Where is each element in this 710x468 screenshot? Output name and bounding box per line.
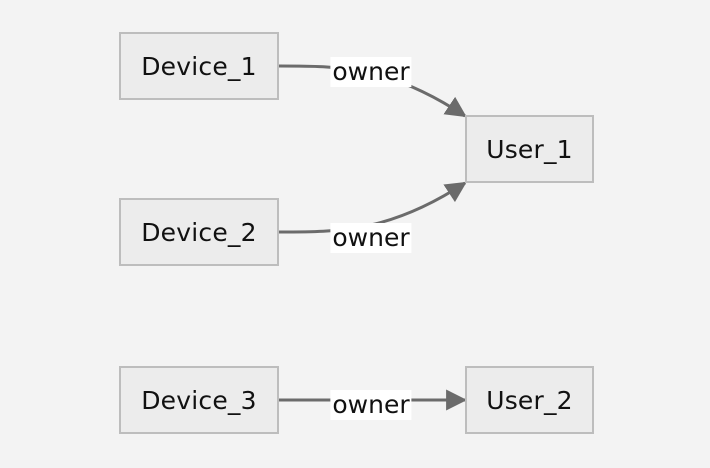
edge-label-device2-user1: owner xyxy=(330,223,412,253)
node-device-3-label: Device_3 xyxy=(141,385,257,415)
node-user-1-label: User_1 xyxy=(486,134,573,164)
node-device-2-label: Device_2 xyxy=(141,217,257,247)
node-device-1[interactable]: Device_1 xyxy=(119,32,279,100)
edge-label-device3-user2: owner xyxy=(330,390,412,420)
node-device-2[interactable]: Device_2 xyxy=(119,198,279,266)
node-user-2[interactable]: User_2 xyxy=(465,366,594,434)
node-user-1[interactable]: User_1 xyxy=(465,115,594,183)
node-device-3[interactable]: Device_3 xyxy=(119,366,279,434)
edge-label-device1-user1: owner xyxy=(330,57,412,87)
node-user-2-label: User_2 xyxy=(486,385,573,415)
node-device-1-label: Device_1 xyxy=(141,51,257,81)
